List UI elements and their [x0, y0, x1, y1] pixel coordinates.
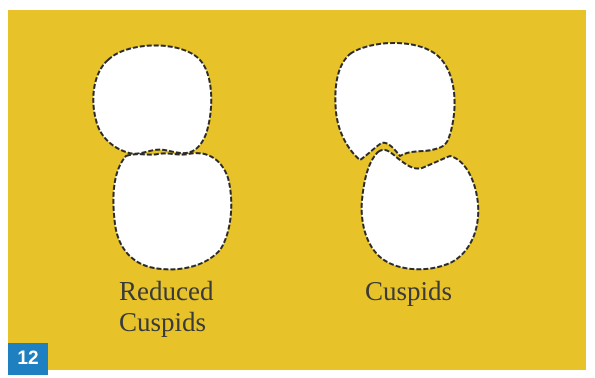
- upper-tooth-reduced: [93, 45, 211, 153]
- label-reduced-line2: Cuspids: [119, 307, 213, 338]
- diagram-panel: Reduced Cuspids Cuspids: [8, 10, 586, 370]
- lower-tooth-cuspid: [362, 150, 479, 269]
- tooth-diagram: [8, 10, 586, 370]
- lower-tooth-reduced: [113, 153, 231, 269]
- upper-tooth-cuspid: [335, 43, 454, 160]
- figure-number-badge: 12: [8, 343, 48, 375]
- label-reduced-line1: Reduced: [119, 276, 213, 307]
- label-cuspids: Cuspids: [365, 276, 452, 307]
- label-reduced-cuspids: Reduced Cuspids: [119, 276, 213, 338]
